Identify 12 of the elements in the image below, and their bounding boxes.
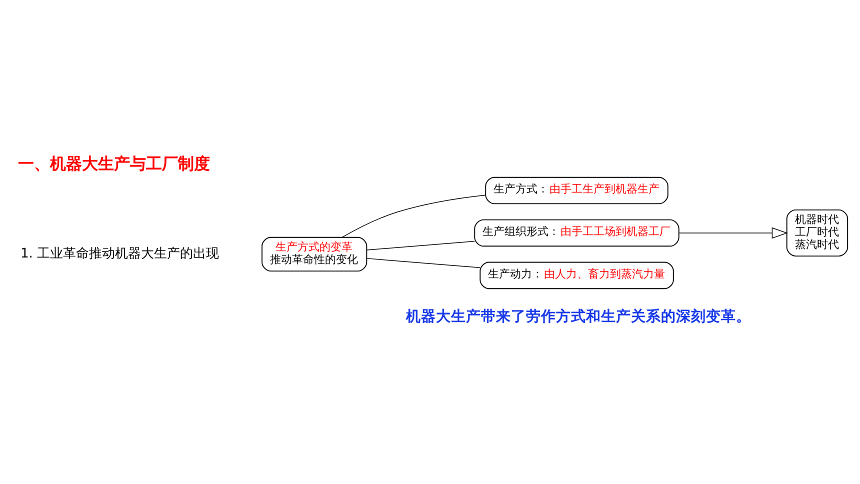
node-box: 机器时代 工厂时代 蒸汽时代	[786, 208, 848, 256]
label: 1. 工业革命推动机器大生产的出现	[20, 246, 220, 261]
connector	[342, 194, 486, 238]
node-box: 生产方式：由手工生产到机器生产	[485, 176, 668, 204]
connector	[366, 258, 480, 268]
node-box: 生产动力：由人力、畜力到蒸汽力量	[480, 261, 674, 289]
node-box: 生产方式的变革 推动革命性的变化	[262, 236, 368, 272]
arrow	[678, 226, 788, 238]
diagram-title: 一、机器大生产与工厂制度	[18, 154, 210, 173]
connector	[366, 240, 475, 250]
node-box: 生产组织形式：由手工工场到机器工厂	[474, 218, 680, 246]
label: 机器大生产带来了劳作方式和生产关系的深刻变革。	[406, 307, 752, 324]
